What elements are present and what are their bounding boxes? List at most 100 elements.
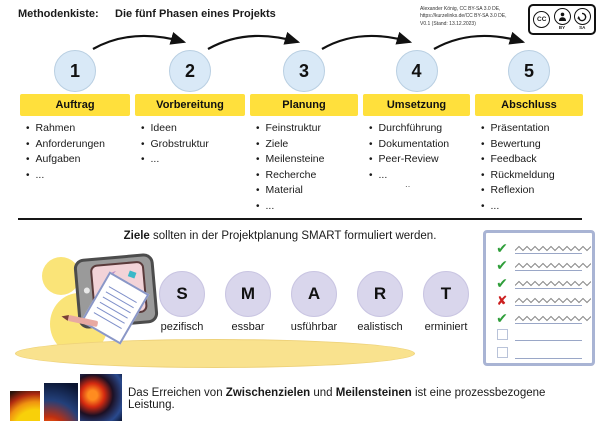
smart-word: pezifisch <box>160 321 204 333</box>
list-item: •Feinstruktur <box>256 121 358 137</box>
bullet-icon: • <box>26 123 30 134</box>
checkmark-icon: ✔ <box>496 275 508 292</box>
checklist-line <box>515 279 591 289</box>
smart-letter-circle: T <box>423 271 469 317</box>
smart-sentence-rest: sollten in der Projektplanung SMART form… <box>149 230 437 242</box>
list-item: •... <box>369 168 470 184</box>
smart-word: usführbar <box>290 321 338 333</box>
bullet-icon: • <box>481 154 485 165</box>
bullet-icon: • <box>256 123 260 134</box>
cc-by-sa-badge: CC BY SA <box>528 4 596 35</box>
arrow-4-5 <box>433 32 526 50</box>
ground-ellipse <box>15 339 415 368</box>
bullet-icon: • <box>256 154 260 165</box>
list-item: •... <box>481 199 583 215</box>
checklist-row <box>494 328 584 346</box>
footer-bold-1: Zwischenzielen <box>225 387 311 399</box>
list-item: •Meilensteine <box>256 152 358 168</box>
list-item: •Feedback <box>481 152 583 168</box>
list-item: •... <box>26 168 130 184</box>
checkmark-icon: ✔ <box>496 258 508 275</box>
abstract-art-thumbnail-1 <box>10 391 40 421</box>
cc-circle: CC <box>533 11 551 28</box>
license-line-2: https://kurzelinks.de/CC BY-SA 3.0 DE, <box>420 13 507 20</box>
page-kicker: Methodenkiste: <box>18 8 99 20</box>
phase-number-circle: 3 <box>283 50 325 92</box>
arrow-3-4 <box>321 32 413 50</box>
checklist-line <box>515 261 591 272</box>
phase-number-circle: 5 <box>508 50 550 92</box>
checklist-line <box>515 349 584 359</box>
page-title: Die fünf Phasen eines Projekts <box>115 8 276 20</box>
smart-letter-circle: M <box>225 271 271 317</box>
checklist-line <box>515 314 591 324</box>
phase-number-circle: 1 <box>54 50 96 92</box>
footer-part-1: Das Erreichen von <box>128 387 226 399</box>
bullet-icon: • <box>26 154 30 165</box>
bullet-icon: • <box>481 123 485 134</box>
smart-word: erminiert <box>424 321 468 333</box>
smart-word: ealistisch <box>357 321 403 333</box>
license-text: Alexander König, CC BY-SA 3.0 DE, https:… <box>420 6 524 28</box>
license-line-3: V0.1 (Stand: 13.12.2023) <box>420 20 476 27</box>
cc-sa-label: SA <box>579 25 586 31</box>
list-item: •Rahmen <box>26 121 130 137</box>
bullet-icon: • <box>141 123 145 134</box>
list-item: •Grobstruktur <box>141 137 245 153</box>
bullet-icon: • <box>256 169 260 181</box>
phase-header: Abschluss <box>475 94 583 116</box>
checklist-row: ✘ <box>494 293 591 311</box>
checklist-row <box>494 345 584 363</box>
list-item: •Ideen <box>141 121 245 137</box>
bullet-icon: • <box>369 169 373 181</box>
list-item: •Ziele <box>256 137 358 153</box>
footer-part-2: und <box>310 387 336 399</box>
smart-sentence-bold: Ziele <box>123 230 150 242</box>
phase-header: Vorbereitung <box>135 94 245 116</box>
smart-sentence: Ziele sollten in der Projektplanung SMAR… <box>95 230 465 242</box>
footer-sentence: Das Erreichen von Zwischenzielen und Mei… <box>128 387 593 411</box>
list-item: •Präsentation <box>481 121 583 137</box>
bullet-icon: • <box>481 200 485 212</box>
footer-bold-2: Meilensteinen <box>335 387 412 399</box>
list-item: •Recherche <box>256 168 358 184</box>
bullet-icon: • <box>256 138 260 150</box>
phase-number-circle: 2 <box>169 50 211 92</box>
tablet-button <box>83 287 91 294</box>
phase-flow-arrows <box>92 32 526 50</box>
list-item: •Rückmeldung <box>481 168 583 184</box>
phase-number-circle: 4 <box>395 50 438 92</box>
bullet-icon: • <box>256 185 260 196</box>
bullet-icon: • <box>481 185 485 196</box>
cross-icon: ✘ <box>496 294 508 310</box>
checklist-line <box>515 296 591 307</box>
list-item: •Reflexion <box>481 183 583 199</box>
list-item: •Durchführung <box>369 121 470 137</box>
list-item: •Peer-Review <box>369 152 470 168</box>
empty-checkbox-icon <box>496 329 508 341</box>
phase-header: Planung <box>250 94 358 116</box>
footer-part-3: ist eine prozessbezogene Leistung. <box>128 387 546 411</box>
checklist-row: ✔ <box>494 258 591 276</box>
phase-item-list: •Rahmen•Anforderungen•Aufgaben•... <box>26 121 130 183</box>
checklist-panel: ✔✔✔✘✔ <box>483 230 595 366</box>
bullet-icon: • <box>481 169 485 181</box>
bullet-icon: • <box>26 169 30 181</box>
abstract-art-thumbnail-2 <box>44 383 78 421</box>
checkmark-icon: ✔ <box>496 310 508 327</box>
bullet-icon: • <box>369 123 373 134</box>
cc-sa-arrow-icon <box>573 8 591 26</box>
list-item: •... <box>256 199 358 215</box>
cc-logo-icon: CC <box>533 11 551 28</box>
cc-by-person-icon <box>553 8 571 26</box>
list-item: •Dokumentation <box>369 137 470 153</box>
bullet-icon: • <box>481 138 485 150</box>
list-item: •Anforderungen <box>26 137 130 153</box>
